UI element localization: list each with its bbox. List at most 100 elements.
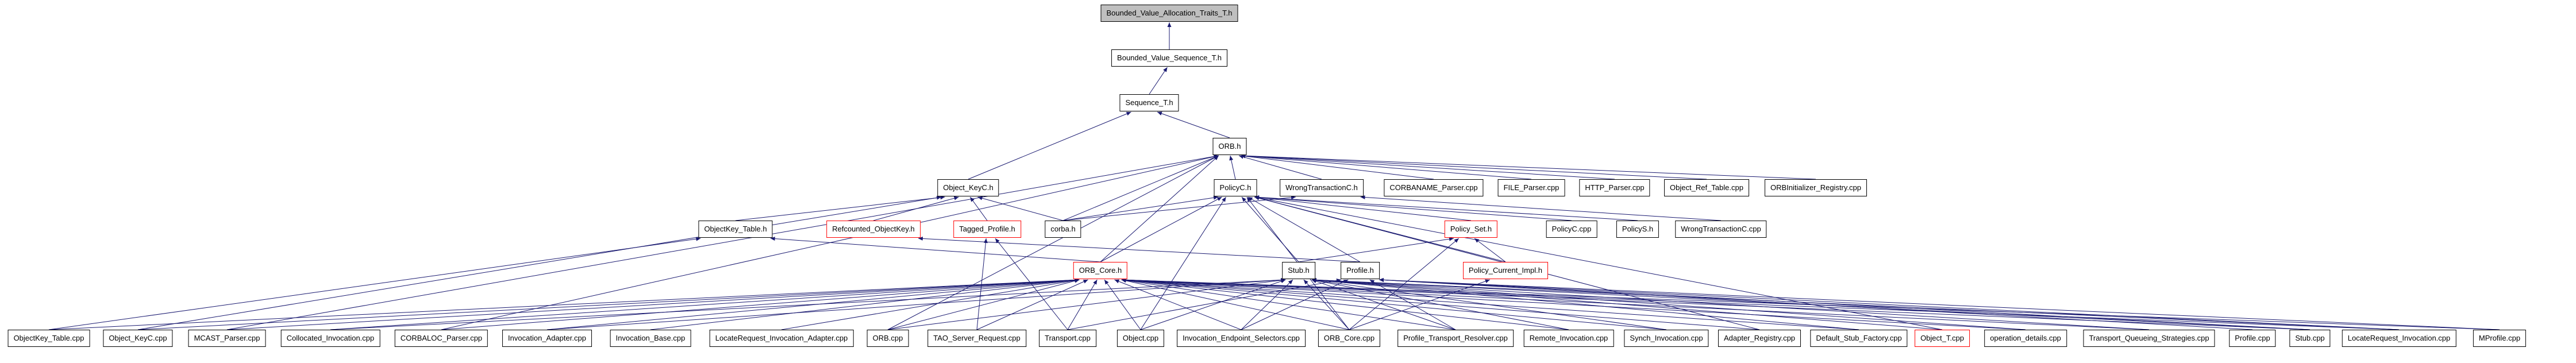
- graph-node-stubcpp[interactable]: Stub.cpp: [2289, 330, 2331, 347]
- include-edge: [137, 195, 942, 330]
- include-edge: [976, 279, 1088, 330]
- include-edge: [650, 278, 1080, 330]
- graph-node-cnp[interactable]: CORBANAME_Parser.cpp: [1384, 179, 1484, 196]
- include-edge: [873, 196, 959, 221]
- graph-node-okc[interactable]: Object_KeyC.h: [937, 179, 999, 196]
- include-edge: [1303, 279, 1350, 330]
- include-edge: [1157, 111, 1230, 138]
- graph-node-profcpp[interactable]: Profile.cpp: [2229, 330, 2276, 347]
- graph-node-orbcorecpp[interactable]: ORB_Core.cpp: [1318, 330, 1381, 347]
- include-edge: [226, 154, 1219, 330]
- graph-node-oir[interactable]: ORBInitializer_Registry.cpp: [1765, 179, 1867, 196]
- graph-node-transp[interactable]: Transport.cpp: [1039, 330, 1096, 347]
- graph-node-okt[interactable]: ObjectKey_Table.h: [698, 221, 773, 238]
- graph-node-remote[interactable]: Remote_Invocation.cpp: [1523, 330, 1614, 347]
- include-edge: [1238, 155, 1322, 180]
- graph-node-wtc[interactable]: WrongTransactionC.h: [1280, 179, 1364, 196]
- graph-node-bva: Bounded_Value_Allocation_Traits_T.h: [1100, 5, 1238, 22]
- include-edge: [1311, 278, 2026, 330]
- graph-node-ptr[interactable]: Profile_Transport_Resolver.cpp: [1397, 330, 1514, 347]
- include-edge: [1254, 195, 1638, 221]
- graph-node-mprof[interactable]: MProfile.cpp: [2473, 330, 2527, 347]
- graph-node-orb[interactable]: ORB.h: [1212, 138, 1247, 155]
- graph-node-bvs[interactable]: Bounded_Value_Sequence_T.h: [1111, 49, 1227, 67]
- include-edge: [1241, 154, 1434, 180]
- include-edge: [887, 155, 1219, 330]
- include-edge: [1474, 238, 1506, 262]
- include-edge: [976, 238, 988, 330]
- graph-node-oktcpp[interactable]: ObjectKey_Table.cpp: [7, 330, 90, 347]
- graph-node-wtccpp[interactable]: WrongTransactionC.cpp: [1675, 221, 1767, 238]
- graph-node-corba[interactable]: corba.h: [1045, 221, 1081, 238]
- include-edge: [1067, 279, 1098, 330]
- include-edge: [735, 195, 945, 221]
- graph-node-ies[interactable]: Invocation_Endpoint_Selectors.cpp: [1177, 330, 1306, 347]
- include-edge: [1311, 278, 1667, 330]
- graph-node-synch[interactable]: Synch_Invocation.cpp: [1624, 330, 1709, 347]
- graph-node-mcast[interactable]: MCAST_Parser.cpp: [188, 330, 266, 347]
- graph-node-orbcpp[interactable]: ORB.cpp: [867, 330, 909, 347]
- include-edge: [1104, 279, 1141, 330]
- include-edge: [1254, 195, 1572, 221]
- graph-node-corbaloc[interactable]: CORBALOC_Parser.cpp: [394, 330, 488, 347]
- include-edge: [1121, 278, 1456, 330]
- include-edge: [226, 277, 1080, 330]
- include-edge: [887, 278, 1286, 330]
- include-edge: [781, 278, 1080, 330]
- graph-node-lriadp[interactable]: LocateRequest_Invocation_Adapter.cpp: [709, 330, 854, 347]
- include-edge: [1311, 278, 1859, 330]
- include-edge: [1311, 279, 1456, 330]
- include-edge: [48, 237, 701, 330]
- graph-node-tqs[interactable]: Transport_Queueing_Strategies.cpp: [2083, 330, 2215, 347]
- include-edge: [1062, 195, 1296, 221]
- include-edge: [1241, 196, 1299, 262]
- graph-node-invbase[interactable]: Invocation_Base.cpp: [610, 330, 691, 347]
- include-edge: [1121, 277, 2026, 330]
- include-edge: [1140, 196, 1226, 330]
- graph-node-okccpp[interactable]: Object_KeyC.cpp: [103, 330, 173, 347]
- include-edge: [969, 196, 988, 221]
- include-edge: [1298, 237, 1454, 262]
- include-edge: [1241, 279, 1293, 330]
- include-edge: [1121, 278, 1569, 330]
- graph-node-lri[interactable]: LocateRequest_Invocation.cpp: [2342, 330, 2456, 347]
- include-edge: [330, 278, 1080, 330]
- include-edge: [1379, 277, 2253, 330]
- graph-node-tp[interactable]: Tagged_Profile.h: [953, 221, 1021, 238]
- graph-node-psh[interactable]: PolicyS.h: [1616, 221, 1659, 238]
- include-edge: [1311, 278, 1943, 330]
- include-edge: [1121, 277, 2400, 330]
- graph-node-objcpp[interactable]: Object.cpp: [1116, 330, 1165, 347]
- graph-node-profile[interactable]: Profile.h: [1341, 262, 1380, 279]
- include-edge: [1062, 195, 1219, 221]
- include-edge: [1241, 154, 1615, 180]
- include-edge: [1241, 154, 1532, 180]
- graph-node-pc[interactable]: PolicyC.h: [1214, 179, 1257, 196]
- include-edge: [1100, 155, 1219, 262]
- include-edge: [137, 277, 1080, 330]
- include-edge: [1311, 277, 2400, 330]
- graph-node-adapreg[interactable]: Adapter_Registry.cpp: [1718, 330, 1801, 347]
- graph-node-objtcpp[interactable]: Object_T.cpp: [1915, 330, 1970, 347]
- graph-node-opdet[interactable]: operation_details.cpp: [1984, 330, 2067, 347]
- graph-node-seq[interactable]: Sequence_T.h: [1119, 94, 1179, 111]
- include-edge: [1360, 195, 1722, 221]
- graph-node-orbcore[interactable]: ORB_Core.h: [1073, 262, 1128, 279]
- graph-node-colloc[interactable]: Collocated_Invocation.cpp: [280, 330, 380, 347]
- graph-node-pset[interactable]: Policy_Set.h: [1444, 221, 1498, 238]
- graph-node-fp[interactable]: FILE_Parser.cpp: [1497, 179, 1565, 196]
- include-edge: [1149, 67, 1168, 95]
- graph-node-stub[interactable]: Stub.h: [1282, 262, 1315, 279]
- include-edge: [330, 277, 1286, 330]
- graph-node-rok[interactable]: Refcounted_ObjectKey.h: [826, 221, 921, 238]
- graph-node-dsf[interactable]: Default_Stub_Factory.cpp: [1810, 330, 1908, 347]
- graph-node-pci[interactable]: Policy_Current_Impl.h: [1463, 262, 1548, 279]
- graph-node-invadp[interactable]: Invocation_Adapter.cpp: [502, 330, 592, 347]
- include-edge: [1241, 153, 1816, 180]
- graph-node-tsr[interactable]: TAO_Server_Request.cpp: [927, 330, 1026, 347]
- include-edge: [770, 237, 1101, 262]
- graph-node-ort[interactable]: Object_Ref_Table.cpp: [1664, 179, 1749, 196]
- graph-node-hp[interactable]: HTTP_Parser.cpp: [1579, 179, 1650, 196]
- graph-node-pccpp[interactable]: PolicyC.cpp: [1546, 221, 1597, 238]
